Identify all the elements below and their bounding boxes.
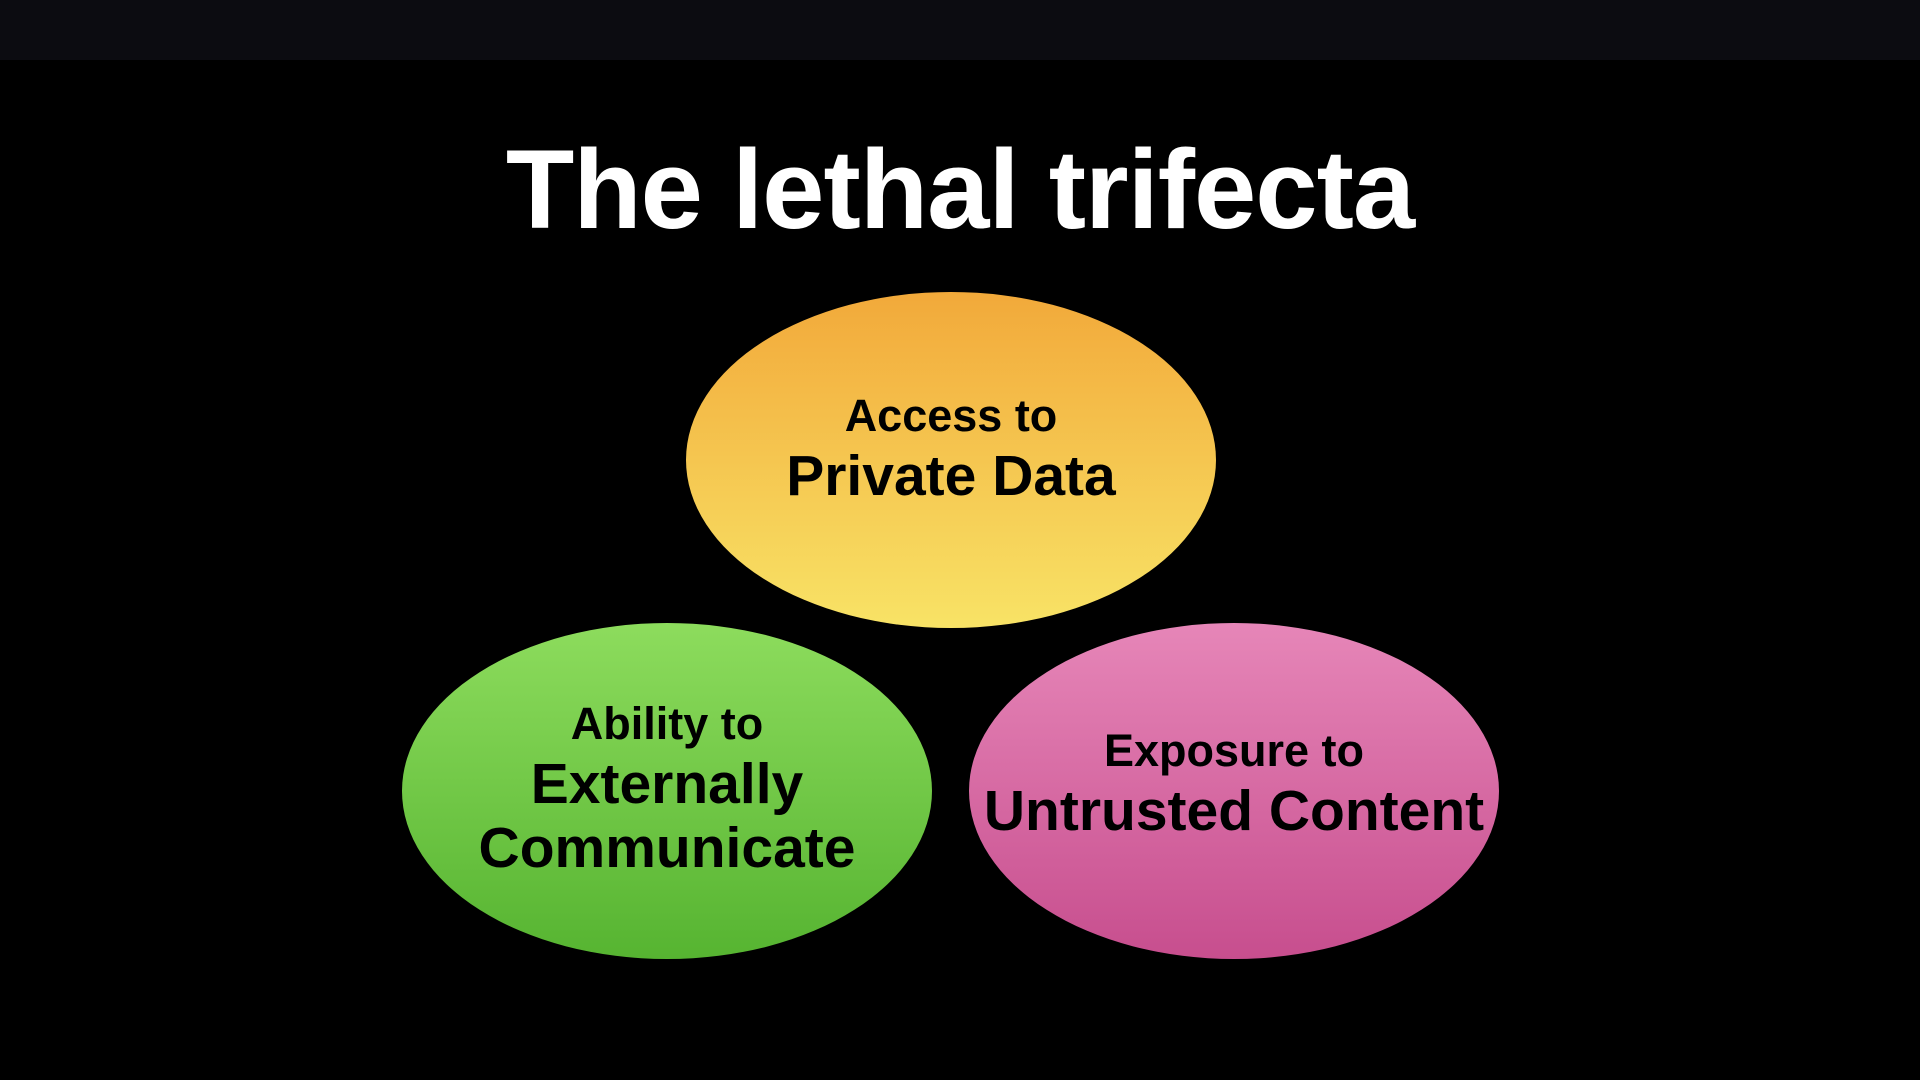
- external-communication-ellipse: Ability to Externally Communicate: [402, 623, 932, 959]
- slide-title: The lethal trifecta: [505, 127, 1415, 252]
- untrusted-content-label: Untrusted Content: [983, 779, 1485, 843]
- external-communication-label-line1: Externally: [530, 752, 804, 816]
- untrusted-content-ellipse: Exposure to Untrusted Content: [969, 623, 1499, 959]
- untrusted-content-prefix: Exposure to: [1103, 725, 1365, 776]
- private-data-label: Private Data: [786, 444, 1116, 508]
- private-data-ellipse: Access to Private Data: [686, 292, 1216, 628]
- private-data-prefix: Access to: [844, 390, 1058, 441]
- external-communication-prefix: Ability to: [570, 698, 764, 749]
- top-bar: [0, 0, 1920, 60]
- external-communication-label-line2: Communicate: [478, 816, 856, 880]
